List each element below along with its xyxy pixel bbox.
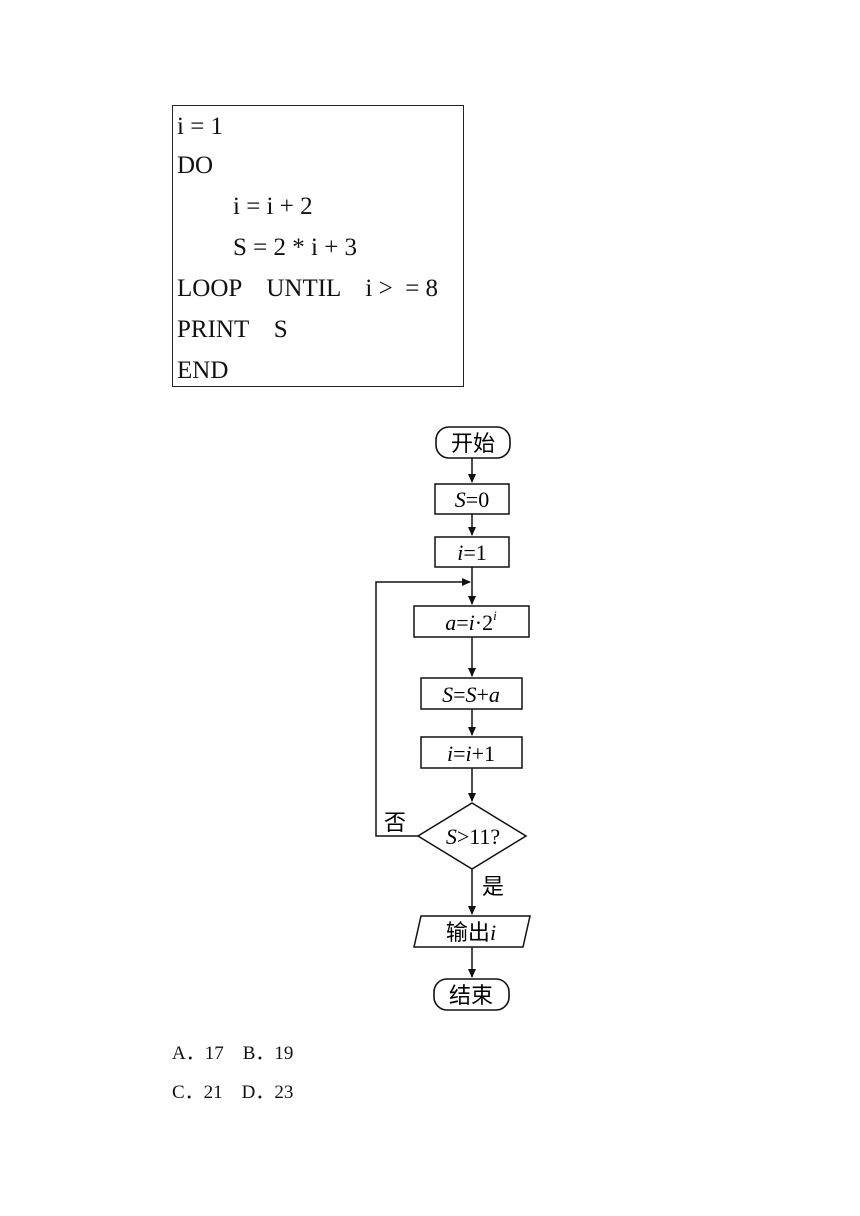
sum-label: S=S+a [442, 682, 500, 707]
assign-a-box [413, 605, 530, 638]
no-label: 否 [384, 810, 406, 835]
code-line-6: PRINT S [177, 316, 288, 343]
init-i-label: i=1 [457, 540, 487, 565]
start-label: 开始 [451, 431, 495, 456]
code-line-2: DO [177, 152, 214, 179]
options-row-2: C．21 D．23 [172, 1082, 294, 1103]
condition-label: S>11? [446, 824, 500, 849]
output-box [413, 915, 531, 948]
options-row-1: A．17 B．19 [172, 1043, 294, 1064]
code-line-1: i = 1 [177, 113, 224, 140]
end-terminator [433, 978, 510, 1011]
code-line-3: i = i + 2 [233, 193, 313, 220]
arrow-no-loop [375, 578, 471, 837]
assign-a-label: a=i·2i [445, 608, 497, 635]
code-line-4: S = 2 * i + 3 [233, 234, 358, 261]
output-label: 输出i [446, 920, 496, 945]
end-label: 结束 [449, 983, 493, 1008]
start-terminator [435, 426, 511, 459]
init-s-box [434, 483, 510, 515]
sum-box [420, 677, 523, 710]
init-i-box [434, 536, 510, 568]
code-line-7: END [177, 357, 229, 384]
code-line-5: LOOP UNTIL i > = 8 [177, 275, 439, 302]
flowchart: 开始 S=0 i=1 a=i·2i S=S+a i=i+1 S>11? 否 是 … [375, 426, 531, 1011]
code-listing: i = 1 DO i = i + 2 S = 2 * i + 3 LOOP UN… [172, 105, 464, 387]
yes-label: 是 [482, 874, 504, 899]
init-s-label: S=0 [455, 487, 489, 512]
increment-label: i=i+1 [447, 741, 495, 766]
